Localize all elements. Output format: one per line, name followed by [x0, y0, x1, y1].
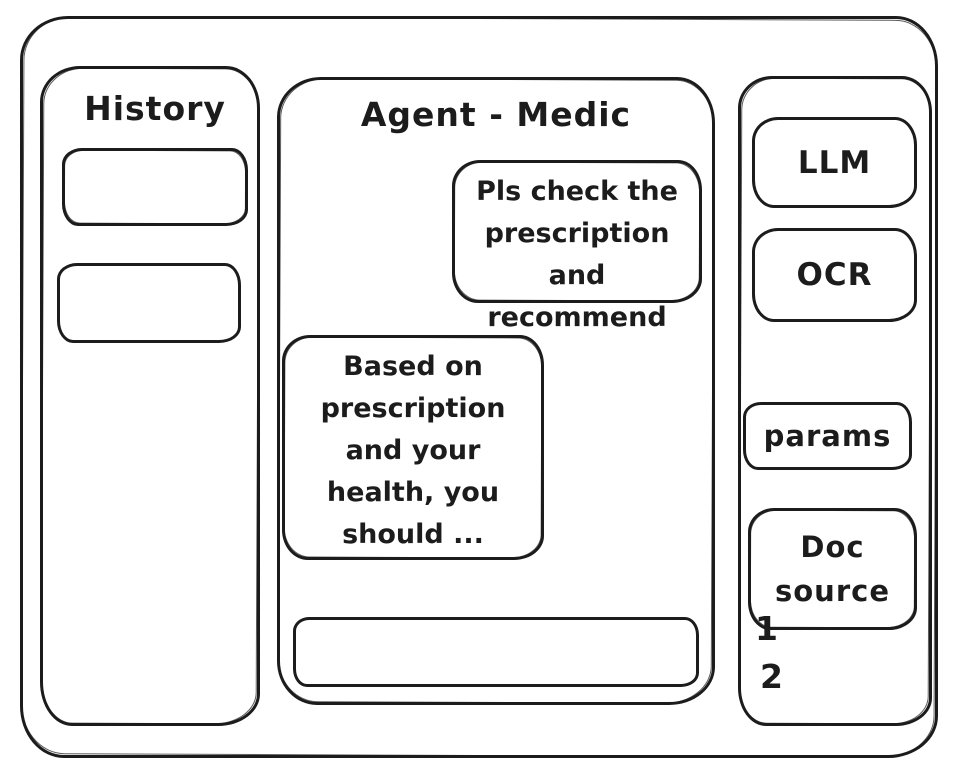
app-frame: History Agent - Medic Pls check the pres…: [20, 16, 938, 758]
history-item-1[interactable]: [62, 148, 248, 226]
llm-button[interactable]: LLM: [752, 117, 917, 208]
tools-panel: LLM OCR params Doc source 1 2: [738, 76, 932, 726]
chat-title: Agent - Medic: [360, 95, 632, 134]
message-line: health, you: [326, 477, 500, 508]
message-line: prescription: [320, 393, 506, 424]
ocr-button[interactable]: OCR: [752, 228, 917, 322]
doc-source-item-1[interactable]: 1: [755, 609, 778, 648]
message-line: Pls check the: [476, 176, 678, 207]
params-button[interactable]: params: [743, 402, 912, 470]
agent-message-bubble: Based on prescription and your health, y…: [282, 335, 544, 560]
message-input[interactable]: [293, 617, 699, 687]
message-line: Based on: [343, 351, 483, 382]
doc-source-label-line: source: [775, 574, 890, 608]
message-line: and recommend: [487, 260, 667, 333]
message-line: should ...: [342, 519, 484, 550]
doc-source-item-2[interactable]: 2: [760, 657, 783, 696]
user-message-bubble: Pls check the prescription and recommend: [452, 160, 702, 333]
message-line: and your: [345, 435, 481, 466]
doc-source-label-line: Doc: [800, 530, 865, 564]
doc-source-button[interactable]: Doc source: [748, 508, 917, 630]
history-title: History: [84, 89, 226, 128]
history-panel: History: [40, 66, 260, 726]
history-item-2[interactable]: [57, 263, 241, 343]
chat-panel: Agent - Medic Pls check the prescription…: [277, 77, 715, 705]
message-line: prescription: [484, 218, 670, 249]
